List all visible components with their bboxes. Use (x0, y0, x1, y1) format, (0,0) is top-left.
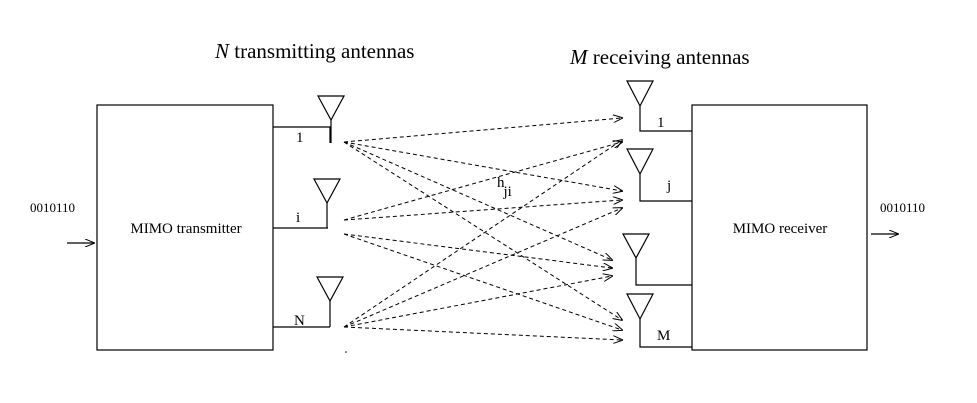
path-txn-rxj (343, 208, 622, 328)
rx-antenna-1-icon (626, 80, 654, 108)
tx-antenna-1-feed (273, 126, 331, 143)
path-txn-rx1 (343, 140, 622, 328)
tx-antennas-title: N transmitting antennas (214, 39, 414, 63)
tx-antenna-i-label: i (296, 210, 300, 226)
receiver-label: MIMO receiver (733, 221, 828, 237)
mimo-transmitter-block (96, 104, 274, 351)
rx-antenna-j-icon (626, 148, 654, 176)
channel-coefficient-label: hji (497, 175, 512, 200)
rx-antenna-m-label: M (657, 328, 670, 344)
rx-antenna-j-label: j (666, 178, 671, 194)
rx-antenna-1-feed (639, 106, 692, 132)
path-txi-rx3 (343, 233, 612, 268)
tx-antenna-n-icon (315, 276, 345, 303)
tx-antenna-1-label: 1 (296, 130, 304, 146)
path-txi-rx1 (343, 142, 622, 221)
rx-antenna-3-feed (635, 258, 692, 286)
tx-antenna-1-icon (316, 95, 346, 122)
path-txn-rx3 (343, 276, 612, 328)
output-bitstream: 0010110 (880, 200, 925, 215)
path-tx1-rx1 (343, 118, 622, 143)
input-bitstream: 0010110 (30, 200, 75, 215)
rx-antenna-m-feed (639, 319, 692, 348)
tx-antenna-n-label: N (294, 313, 305, 329)
rx-antenna-j-feed (639, 174, 692, 202)
path-txi-rxj (343, 200, 622, 221)
rx-antenna-m-icon (626, 293, 654, 321)
channel-paths (343, 118, 622, 340)
stray-dot (345, 351, 347, 353)
tx-antenna-i-icon (312, 178, 342, 205)
path-txi-rxm (343, 233, 622, 330)
mimo-receiver-block (691, 104, 868, 351)
path-tx1-rx3 (343, 141, 612, 260)
path-tx1-rxm (343, 141, 622, 320)
rx-antenna-3-icon (621, 233, 651, 260)
path-txn-rxm (343, 326, 622, 340)
path-tx1-rxj (343, 141, 622, 191)
rx-antenna-1-label: 1 (657, 115, 665, 131)
transmitter-label: MIMO transmitter (130, 221, 241, 237)
rx-antennas-title: M receiving antennas (569, 45, 750, 69)
